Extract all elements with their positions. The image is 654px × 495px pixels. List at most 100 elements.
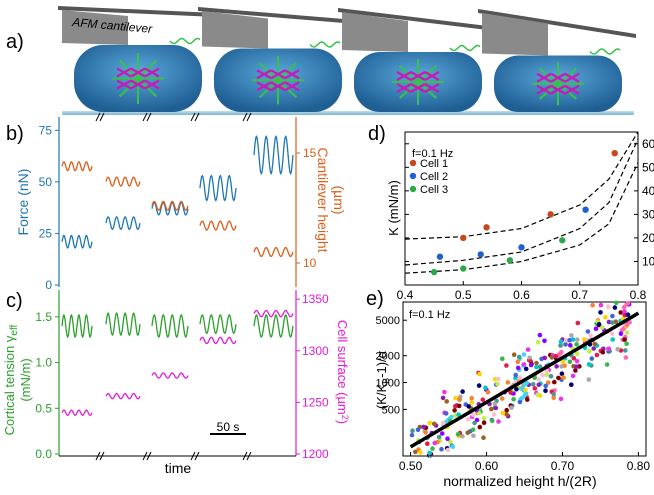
e-point bbox=[481, 416, 487, 421]
c-axis-breaks bbox=[95, 451, 252, 461]
e-point bbox=[540, 372, 545, 378]
e-point bbox=[574, 351, 580, 357]
axis-break bbox=[146, 451, 152, 461]
d-fit-curve bbox=[404, 138, 639, 266]
e-point bbox=[516, 354, 522, 360]
cell-row bbox=[58, 6, 636, 115]
e-point bbox=[542, 338, 547, 344]
chromosome bbox=[116, 79, 132, 90]
e-point bbox=[609, 331, 615, 337]
e-point bbox=[470, 427, 476, 433]
e-xtick-label: 0.70 bbox=[551, 459, 575, 473]
e-point bbox=[556, 375, 561, 381]
d-ytick-label: 50 bbox=[642, 160, 654, 174]
e-xtick-label: 0.60 bbox=[475, 459, 499, 473]
e-point bbox=[545, 380, 551, 385]
axis-break bbox=[99, 451, 105, 461]
e-xtick-label: 0.50 bbox=[399, 459, 423, 473]
chromosome bbox=[144, 67, 160, 78]
e-point bbox=[549, 355, 555, 360]
e-point bbox=[489, 406, 494, 412]
e-point bbox=[495, 381, 500, 387]
e-xtick-label: 0.80 bbox=[627, 459, 651, 473]
e-point bbox=[543, 383, 548, 389]
e-point bbox=[592, 341, 598, 347]
d-legend-marker bbox=[409, 159, 417, 167]
e-point bbox=[515, 365, 521, 371]
panel-letter-a: a) bbox=[6, 31, 24, 53]
force-trace bbox=[253, 135, 294, 175]
oscillation-wave bbox=[309, 41, 341, 48]
d-legend-marker bbox=[409, 185, 417, 193]
chromosome bbox=[256, 69, 272, 80]
e-point bbox=[575, 320, 581, 326]
e-point bbox=[500, 356, 505, 362]
e-point bbox=[432, 440, 438, 446]
scalebar-label: 50 s bbox=[217, 420, 240, 434]
e-point bbox=[574, 342, 579, 347]
e-point bbox=[593, 326, 599, 332]
axis-break bbox=[242, 112, 248, 122]
e-point bbox=[551, 395, 556, 401]
e-point bbox=[445, 447, 451, 453]
e-point bbox=[574, 364, 579, 370]
d-xtick-label: 0.6 bbox=[513, 288, 530, 302]
e-point bbox=[521, 362, 527, 367]
d-legend-label: Cell 1 bbox=[420, 158, 448, 170]
d-xtick-label: 0.4 bbox=[397, 288, 414, 302]
d-points bbox=[430, 149, 618, 276]
surface-trace bbox=[61, 409, 93, 416]
e-point bbox=[551, 392, 556, 397]
e-point bbox=[505, 380, 511, 385]
e-point bbox=[624, 341, 629, 347]
d-point-cell1 bbox=[547, 211, 554, 218]
e-point bbox=[624, 330, 630, 335]
surface-trace bbox=[151, 372, 189, 379]
e-point bbox=[536, 382, 542, 388]
e-point bbox=[552, 379, 557, 385]
oscillation-wave bbox=[589, 48, 621, 55]
cell-4 bbox=[478, 9, 636, 115]
e-point bbox=[496, 419, 501, 424]
e-point bbox=[586, 377, 592, 382]
tension-trace bbox=[61, 313, 93, 339]
e-point bbox=[596, 322, 602, 327]
d-annotation: f=0.1 Hz bbox=[412, 148, 453, 160]
chromosome bbox=[116, 67, 132, 78]
c-right-tick-label: 1250 bbox=[302, 395, 329, 409]
e-point bbox=[542, 355, 548, 361]
e-point bbox=[543, 388, 548, 394]
force-trace bbox=[199, 174, 237, 202]
tension-trace bbox=[253, 313, 294, 339]
height-trace bbox=[199, 220, 237, 231]
d-point-cell3 bbox=[559, 237, 566, 244]
e-point bbox=[527, 355, 532, 361]
tension-trace bbox=[105, 312, 141, 337]
e-point bbox=[569, 382, 574, 388]
e-point bbox=[444, 399, 450, 404]
e-point bbox=[523, 366, 529, 372]
e-point bbox=[594, 352, 600, 358]
e-fit-line bbox=[409, 311, 640, 449]
c-right-axis-label: Cell surface (µm2) bbox=[335, 320, 350, 424]
b-right-tick-label: 10 bbox=[303, 256, 317, 270]
e-point bbox=[440, 421, 446, 426]
e-point bbox=[537, 364, 543, 370]
e-point bbox=[445, 436, 450, 442]
axis-break bbox=[246, 451, 252, 461]
e-annotation: f=0.1 Hz bbox=[409, 309, 450, 321]
e-point bbox=[504, 412, 509, 417]
chromosome bbox=[270, 69, 286, 80]
e-point bbox=[567, 337, 572, 343]
e-point bbox=[456, 403, 462, 409]
cantilever-block bbox=[62, 10, 128, 45]
e-point bbox=[560, 375, 566, 380]
e-point bbox=[600, 349, 606, 355]
force-trace bbox=[61, 234, 93, 249]
e-point bbox=[513, 372, 518, 378]
chromosome bbox=[424, 71, 440, 81]
d-legend-label: Cell 3 bbox=[420, 184, 448, 196]
